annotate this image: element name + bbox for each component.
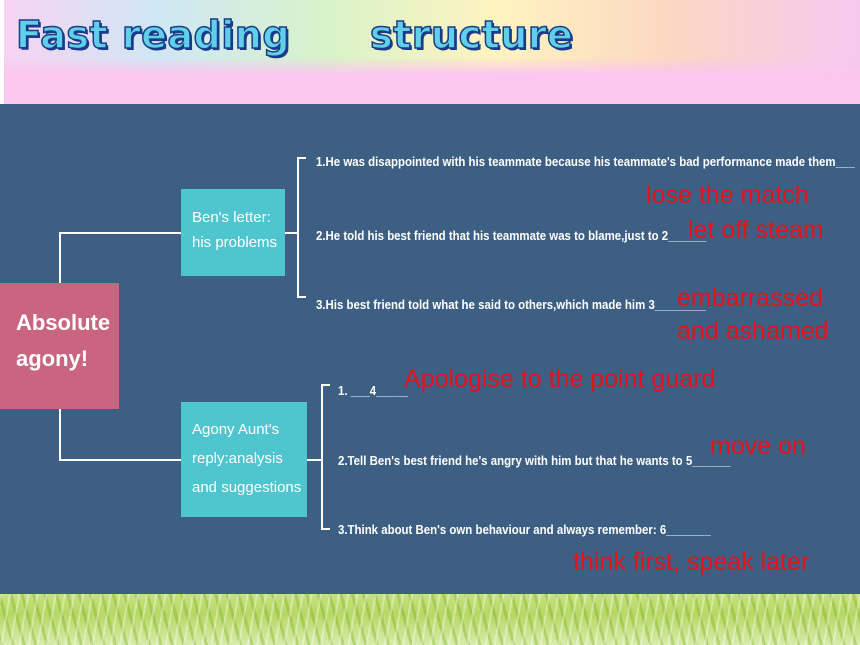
answer-3-line1: embarrassed xyxy=(677,284,823,312)
branch1-label-line2: his problems xyxy=(192,234,278,251)
title-fast-reading: Fast reading xyxy=(15,12,291,58)
branch-bens-letter: Ben's letter: his problems xyxy=(181,189,285,276)
problem-item-1: 1.He was disappointed with his teammate … xyxy=(316,154,855,169)
branch2-label-line2: reply:analysis xyxy=(192,450,283,467)
branch2-label-line1: Agony Aunt's xyxy=(192,421,280,438)
suggestion-item-1: 1. ___4_____ xyxy=(338,383,408,398)
suggestion-item-2: 2.Tell Ben's best friend he's angry with… xyxy=(338,453,731,468)
problem-item-3: 3.His best friend told what he said to o… xyxy=(316,297,706,312)
answer-6: think first, speak later xyxy=(573,548,810,576)
answer-4: Apologise to the point guard xyxy=(404,365,716,393)
title-banner: Fast reading structure xyxy=(4,0,860,104)
title-structure: structure xyxy=(369,12,574,58)
branch2-label-line3: and suggestions xyxy=(192,479,302,496)
answer-1: lose the match xyxy=(646,181,809,209)
suggestion-item-3: 3.Think about Ben's own behaviour and al… xyxy=(338,522,711,537)
root-label-line1: Absolute xyxy=(16,310,111,335)
grass-strip xyxy=(0,594,860,645)
root-node: Absolute agony! xyxy=(0,283,119,409)
answer-2: let off steam xyxy=(688,216,824,244)
answer-3-line2: and ashamed xyxy=(677,317,829,345)
answer-5: move on xyxy=(710,432,806,460)
diagram-panel xyxy=(0,104,860,594)
branch-agony-aunt-reply: Agony Aunt's reply:analysis and suggesti… xyxy=(181,402,307,517)
branch1-label-line1: Ben's letter: xyxy=(192,209,271,226)
root-label-line2: agony! xyxy=(16,346,89,371)
problem-item-2: 2.He told his best friend that his teamm… xyxy=(316,228,707,243)
